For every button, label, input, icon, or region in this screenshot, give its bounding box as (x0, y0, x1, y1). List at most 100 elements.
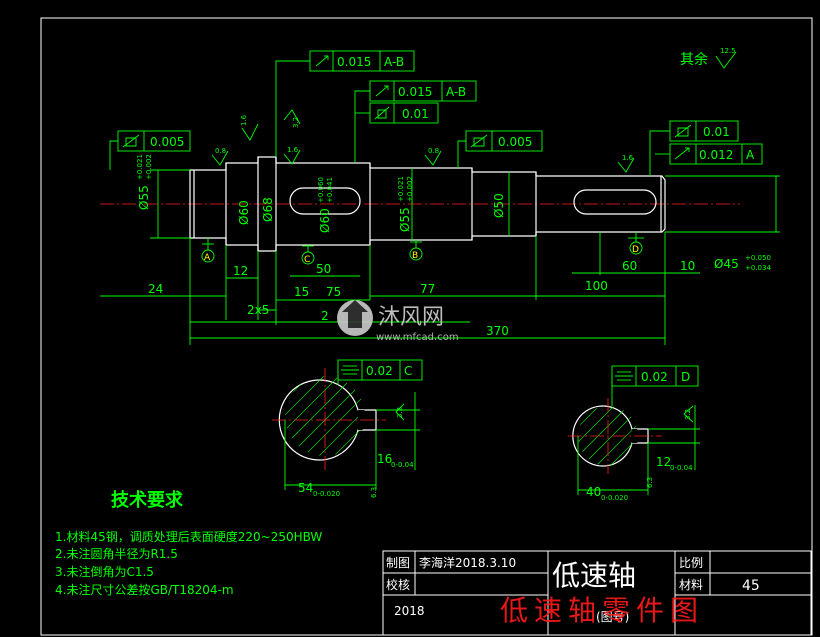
svg-text:3.2: 3.2 (292, 117, 300, 128)
fcf-cylindricity-right-mid: 0.005 (465, 130, 543, 152)
length-370: 370 (486, 324, 509, 338)
svg-text:A-B: A-B (384, 55, 404, 69)
fcf-sym-c-datum: C (404, 364, 412, 378)
datum-a: A (201, 249, 215, 263)
title-block-material-label: 材料 (679, 578, 703, 592)
svg-text:B: B (412, 251, 418, 261)
length-10: 10 (680, 259, 695, 273)
svg-text:3.2: 3.2 (684, 409, 692, 420)
title-block-drawing-no: (图号) (596, 610, 629, 624)
svg-text:0.015: 0.015 (398, 85, 432, 99)
svg-text:6.3: 6.3 (646, 477, 654, 488)
fcf-runout-ab-mid: 0.015 A-B (369, 80, 477, 102)
fcf-sym-d-datum: D (681, 370, 690, 384)
length-77: 77 (420, 282, 435, 296)
fcf-runout-right: 0.012 A (669, 143, 763, 165)
svg-text:0.005: 0.005 (150, 135, 184, 149)
roughness-mark-2: 3.2 (292, 117, 300, 128)
svg-text:0.005: 0.005 (498, 135, 532, 149)
fcf-sym-d-value: 0.02 (641, 370, 668, 384)
section-d-roughness: 3.2 (684, 409, 692, 420)
roughness-mark-5: 0.8 (428, 147, 439, 155)
length-15: 15 (294, 285, 309, 299)
title-block-year: 2018 (394, 604, 425, 618)
length-24: 24 (148, 282, 163, 296)
svg-text:+0.041: +0.041 (326, 177, 334, 203)
svg-text:C: C (304, 255, 310, 265)
watermark-logo: 沐风网 www.mfcad.com (337, 300, 459, 343)
fcf-cylindricity-left: 0.005 (117, 130, 191, 152)
length-2: 2 (321, 309, 329, 323)
length-dimension-lines (100, 232, 700, 345)
roughness-note-label: 其余 (680, 51, 708, 68)
datum-d: D (629, 241, 643, 255)
fcf-runout-ab-top: 0.015 A-B (309, 50, 415, 72)
svg-text:0.01: 0.01 (402, 107, 429, 121)
title-block-check-label: 校核 (386, 577, 410, 592)
title-block-drawn-value: 李海洋2018.3.10 (419, 555, 516, 570)
title-block-material-value: 45 (742, 578, 760, 594)
svg-text:Ø55: Ø55 (398, 207, 412, 232)
general-roughness-note: 其余 12.5 (680, 47, 737, 69)
svg-text:A-B: A-B (446, 85, 466, 99)
diameter-d68: Ø68 (261, 197, 275, 222)
fcf-cylindricity-right: 0.01 (669, 120, 739, 142)
svg-text:+0.002: +0.002 (406, 176, 414, 202)
roughness-mark-4: 1.6 (287, 146, 299, 154)
length-50: 50 (316, 262, 331, 276)
svg-text:6.3: 6.3 (370, 487, 378, 498)
diameter-d60-key: Ø60 +0.060 +0.041 (317, 177, 334, 233)
section-d-depth: 12 (656, 455, 671, 469)
length-2x5: 2x5 (247, 303, 269, 317)
svg-text:0.012: 0.012 (699, 148, 733, 162)
section-d-depth-tol: 0-0.04 (670, 464, 693, 472)
length-60: 60 (622, 259, 637, 273)
tech-requirement-item: 4.未注尺寸公差按GB/T18204-m (55, 582, 234, 597)
roughness-mark-6: 1.6 (622, 154, 634, 162)
drawing-caption: 低速轴零件图 (500, 594, 704, 627)
datum-b: B (409, 247, 423, 261)
tech-requirement-item: 3.未注倒角为C1.5 (55, 564, 154, 579)
svg-text:A: A (746, 148, 755, 162)
tech-requirements-title: 技术要求 (111, 489, 184, 511)
diameter-d50: Ø50 (492, 193, 506, 218)
section-c-depth: 16 (377, 452, 392, 466)
section-c-width-tol: 0-0.020 (313, 490, 340, 498)
svg-text:D: D (632, 245, 639, 255)
svg-text:+0.021: +0.021 (136, 154, 144, 180)
keyway-c (289, 187, 361, 215)
svg-text:0.01: 0.01 (703, 125, 730, 139)
section-d-side-roughness: 6.3 (646, 477, 654, 488)
svg-text:+0.060: +0.060 (317, 177, 325, 203)
watermark-url: www.mfcad.com (376, 332, 459, 343)
diameter-d55-left: Ø55 +0.021 +0.002 (136, 154, 153, 210)
svg-text:Ø55: Ø55 (137, 185, 151, 210)
title-block-scale-label: 比例 (679, 556, 703, 570)
fcf-sym-c-value: 0.02 (366, 364, 393, 378)
section-c-width: 54 (298, 481, 313, 495)
length-100: 100 (585, 279, 608, 293)
fcf-cylindricity-mid: 0.01 (369, 102, 439, 124)
section-c-roughness: 3.2 (396, 407, 404, 418)
keyway-d (573, 189, 657, 215)
tech-requirement-item: 1.材料45钢，调质处理后表面硬度220~250HBW (55, 529, 322, 544)
diameter-d55-right: Ø55 +0.021 +0.002 (397, 176, 414, 232)
section-view-c: 0.02 C 3.2 16 0-0.04 54 0-0.020 6.3 (272, 359, 423, 498)
diameter-d60: Ø60 (237, 200, 251, 225)
diameter-d45: Ø45 +0.050 +0.034 (714, 254, 771, 272)
section-c-side-roughness: 6.3 (370, 487, 378, 498)
length-12: 12 (233, 264, 248, 278)
svg-text:0.015: 0.015 (337, 55, 371, 69)
tech-requirements: 技术要求 1.材料45钢，调质处理后表面硬度220~250HBW 2.未注圆角半… (55, 489, 322, 597)
section-d-width: 40 (586, 485, 601, 499)
shaft-main-view: Ø55 +0.021 +0.002 Ø60 Ø68 Ø60 +0.060 +0.… (100, 60, 780, 272)
svg-text:3.2: 3.2 (396, 407, 404, 418)
svg-text:+0.021: +0.021 (397, 176, 405, 202)
section-view-d: 0.02 D 3.2 12 0-0.04 40 0-0.020 6.3 (568, 365, 700, 502)
svg-text:+0.002: +0.002 (145, 154, 153, 180)
svg-text:+0.034: +0.034 (745, 264, 771, 272)
section-d-width-tol: 0-0.020 (601, 494, 628, 502)
svg-text:A: A (204, 253, 211, 263)
svg-text:+0.050: +0.050 (745, 254, 771, 262)
